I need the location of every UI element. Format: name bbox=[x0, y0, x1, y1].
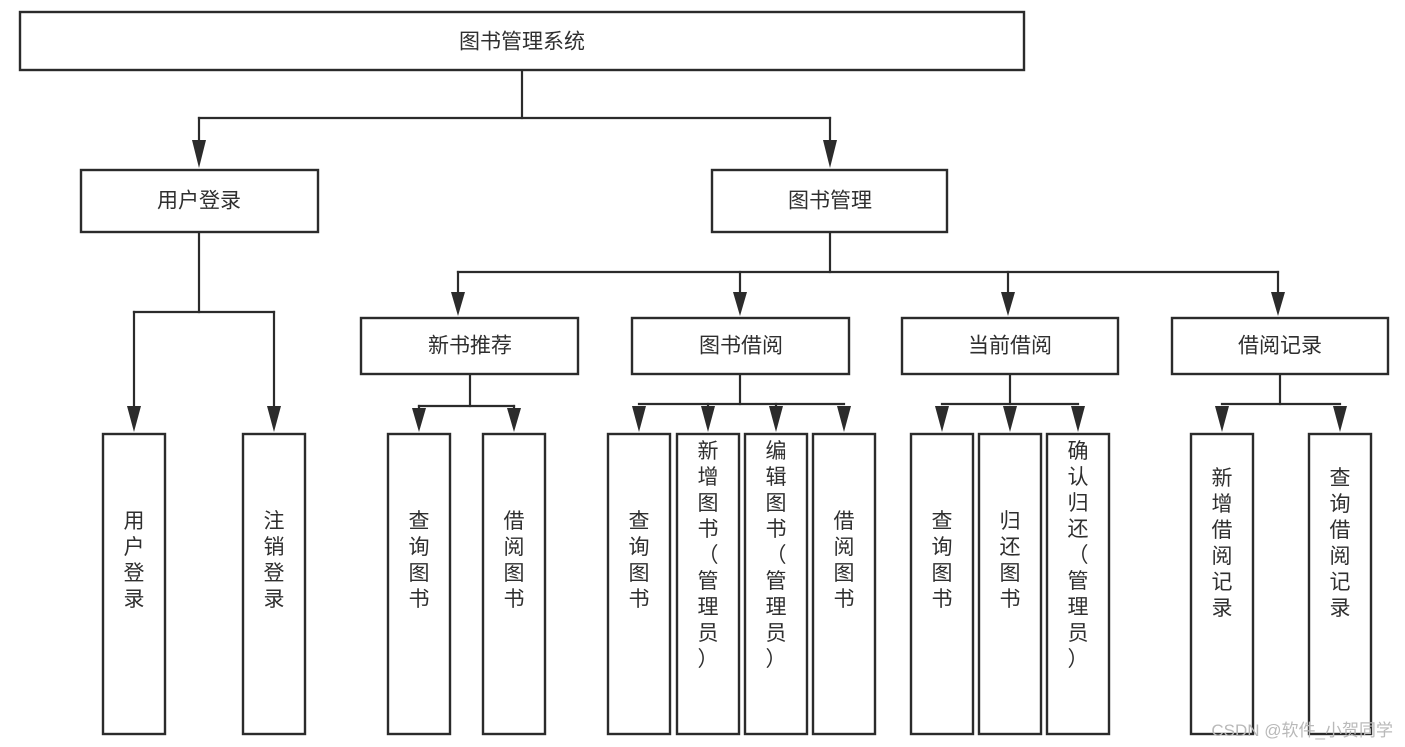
node-user-login-label: 用户登录 bbox=[157, 190, 241, 213]
connector-user-login-to-leaves bbox=[127, 230, 281, 432]
node-leaf-current-borrow-3-box[interactable] bbox=[1045, 432, 1111, 736]
arrow-head-book-borrow-leaf-1 bbox=[632, 406, 646, 432]
node-new-book-recommend[interactable]: 新书推荐 bbox=[359, 316, 580, 376]
node-root-box[interactable] bbox=[18, 10, 1026, 72]
node-leaf-user-login-2-label: 注销登录 bbox=[264, 510, 285, 611]
node-leaf-current-borrow-2-label: 归还图书 bbox=[1000, 510, 1021, 611]
node-leaf-current-borrow-2-box[interactable] bbox=[977, 432, 1043, 736]
connector-new-book-to-leaves bbox=[412, 372, 521, 432]
node-leaf-new-book-2-box[interactable] bbox=[481, 432, 547, 736]
node-user-login[interactable]: 用户登录 bbox=[79, 168, 320, 234]
node-leaf-current-borrow-1[interactable]: 查询图书 bbox=[909, 432, 975, 736]
node-leaf-user-login-1-label: 用户登录 bbox=[124, 510, 145, 611]
node-leaf-new-book-1-label: 查询图书 bbox=[409, 510, 430, 611]
node-user-login-box[interactable] bbox=[79, 168, 320, 234]
arrow-head-borrow-record bbox=[1271, 292, 1285, 316]
node-borrow-record-label: 借阅记录 bbox=[1238, 335, 1322, 358]
node-leaf-book-borrow-4-box[interactable] bbox=[811, 432, 877, 736]
node-book-borrow-label: 图书借阅 bbox=[699, 335, 783, 358]
node-leaf-user-login-1-box[interactable] bbox=[101, 432, 167, 736]
node-leaf-user-login-2-box[interactable] bbox=[241, 432, 307, 736]
node-leaf-book-borrow-4-label: 借阅图书 bbox=[834, 510, 855, 611]
arrow-head-current-borrow bbox=[1001, 292, 1015, 316]
arrow-head-book-borrow-leaf-2 bbox=[701, 406, 715, 432]
node-leaf-current-borrow-3[interactable]: 确认归还（管理员） bbox=[1045, 432, 1111, 736]
node-current-borrow-label: 当前借阅 bbox=[968, 335, 1052, 358]
node-leaf-new-book-1[interactable]: 查询图书 bbox=[386, 432, 452, 736]
arrow-head-user-login-leaf-2 bbox=[267, 406, 281, 432]
node-borrow-record[interactable]: 借阅记录 bbox=[1170, 316, 1390, 376]
arrow-head-user-login bbox=[192, 140, 206, 168]
node-leaf-borrow-record-2-label: 查询借阅记录 bbox=[1330, 467, 1351, 620]
arrow-head-borrow-record-leaf-2 bbox=[1333, 406, 1347, 432]
arrow-head-book-borrow-leaf-3 bbox=[769, 406, 783, 432]
node-leaf-borrow-record-1-label: 新增借阅记录 bbox=[1212, 467, 1233, 620]
connector-book-manage-to-level2 bbox=[451, 230, 1285, 316]
node-leaf-book-borrow-3[interactable]: 编辑图书（管理员） bbox=[743, 432, 809, 736]
arrow-head-book-borrow-leaf-4 bbox=[837, 406, 851, 432]
node-root-label: 图书管理系统 bbox=[459, 31, 585, 54]
node-new-book-recommend-box[interactable] bbox=[359, 316, 580, 376]
node-leaf-book-borrow-1-box[interactable] bbox=[606, 432, 672, 736]
node-new-book-recommend-label: 新书推荐 bbox=[428, 335, 512, 358]
arrow-head-current-borrow-leaf-2 bbox=[1003, 406, 1017, 432]
node-leaf-user-login-2[interactable]: 注销登录 bbox=[241, 432, 307, 736]
node-current-borrow[interactable]: 当前借阅 bbox=[900, 316, 1120, 376]
arrow-head-new-book-recommend bbox=[451, 292, 465, 316]
node-leaf-borrow-record-1[interactable]: 新增借阅记录 bbox=[1189, 432, 1255, 736]
connector-root-to-level1 bbox=[192, 68, 837, 168]
connector-current-borrow-to-leaves bbox=[935, 372, 1085, 432]
node-leaf-book-borrow-2-box[interactable] bbox=[675, 432, 741, 736]
node-book-manage-label: 图书管理 bbox=[788, 190, 872, 213]
node-leaf-new-book-1-box[interactable] bbox=[386, 432, 452, 736]
node-leaf-borrow-record-2-box[interactable] bbox=[1307, 432, 1373, 736]
node-leaf-new-book-2-label: 借阅图书 bbox=[504, 510, 525, 611]
node-leaf-book-borrow-1-label: 查询图书 bbox=[629, 510, 650, 611]
node-leaf-current-borrow-1-label: 查询图书 bbox=[932, 510, 953, 611]
arrow-head-current-borrow-leaf-1 bbox=[935, 406, 949, 432]
arrow-head-borrow-record-leaf-1 bbox=[1215, 406, 1229, 432]
node-book-manage-box[interactable] bbox=[710, 168, 949, 234]
connector-book-borrow-to-leaves bbox=[632, 372, 851, 432]
node-leaf-book-borrow-3-box[interactable] bbox=[743, 432, 809, 736]
node-leaf-book-borrow-1[interactable]: 查询图书 bbox=[606, 432, 672, 736]
node-book-borrow[interactable]: 图书借阅 bbox=[630, 316, 851, 376]
node-borrow-record-box[interactable] bbox=[1170, 316, 1390, 376]
arrow-head-user-login-leaf-1 bbox=[127, 406, 141, 432]
node-book-borrow-box[interactable] bbox=[630, 316, 851, 376]
node-leaf-current-borrow-2[interactable]: 归还图书 bbox=[977, 432, 1043, 736]
connector-borrow-record-to-leaves bbox=[1215, 372, 1347, 432]
arrow-head-new-book-leaf-1 bbox=[412, 408, 426, 432]
node-leaf-current-borrow-3-label: 确认归还（管理员） bbox=[1068, 440, 1089, 671]
arrow-head-book-borrow bbox=[733, 292, 747, 316]
arrow-head-book-manage bbox=[823, 140, 837, 168]
node-leaf-book-borrow-3-label: 编辑图书（管理员） bbox=[766, 440, 787, 671]
node-current-borrow-box[interactable] bbox=[900, 316, 1120, 376]
node-leaf-current-borrow-1-box[interactable] bbox=[909, 432, 975, 736]
arrow-head-new-book-leaf-2 bbox=[507, 408, 521, 432]
node-leaf-new-book-2[interactable]: 借阅图书 bbox=[481, 432, 547, 736]
arrow-head-current-borrow-leaf-3 bbox=[1071, 406, 1085, 432]
node-leaf-borrow-record-1-box[interactable] bbox=[1189, 432, 1255, 736]
node-leaf-book-borrow-2[interactable]: 新增图书（管理员） bbox=[675, 432, 741, 736]
node-book-manage[interactable]: 图书管理 bbox=[710, 168, 949, 234]
node-root-system[interactable]: 图书管理系统 bbox=[18, 10, 1026, 72]
node-leaf-book-borrow-4[interactable]: 借阅图书 bbox=[811, 432, 877, 736]
node-leaf-user-login-1[interactable]: 用户登录 bbox=[101, 432, 167, 736]
watermark-label: CSDN @软件_小贺同学 bbox=[1211, 721, 1393, 740]
node-leaf-book-borrow-2-label: 新增图书（管理员） bbox=[698, 440, 719, 671]
node-leaf-borrow-record-2[interactable]: 查询借阅记录 bbox=[1307, 432, 1373, 736]
